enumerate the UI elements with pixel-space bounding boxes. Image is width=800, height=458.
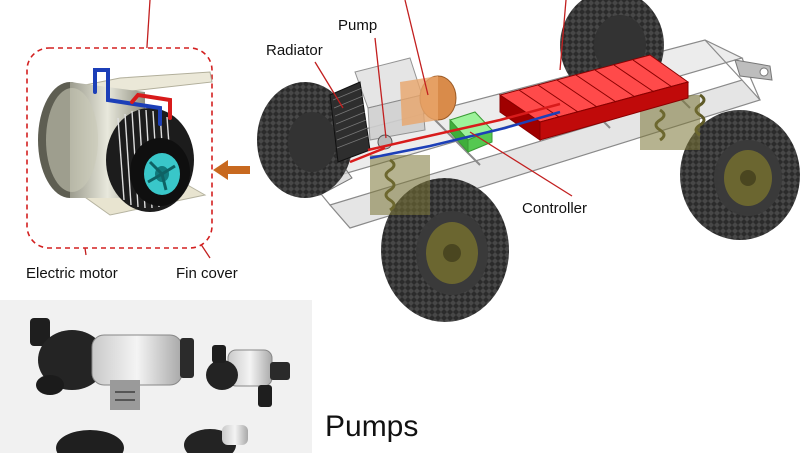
pump-product-4-body [222,425,248,445]
rear-right-wheel [680,110,800,240]
pump-product-2 [206,345,290,407]
motor-coolant-pipes [93,68,172,126]
electric-motor-label: Electric motor [26,265,118,282]
front-left-wheel [257,82,353,198]
front-suspension-bracket [370,155,430,215]
pumps-caption: Pumps [325,410,419,443]
controller-label: Controller [522,200,588,217]
motor-inset [26,47,213,249]
pump-label: Pump [338,17,378,34]
coolant-lines [349,102,561,164]
pump-product-3 [56,430,124,458]
pump-product-1 [30,318,194,410]
left-arrow-icon [213,160,250,180]
pump-motor-housing [400,75,457,126]
fin-cover [106,108,194,212]
pumps-photo [0,300,312,458]
battery-pack [498,54,690,141]
radiator-label: Radiator [266,42,323,59]
fin-cover-label: Fin cover [176,265,238,282]
